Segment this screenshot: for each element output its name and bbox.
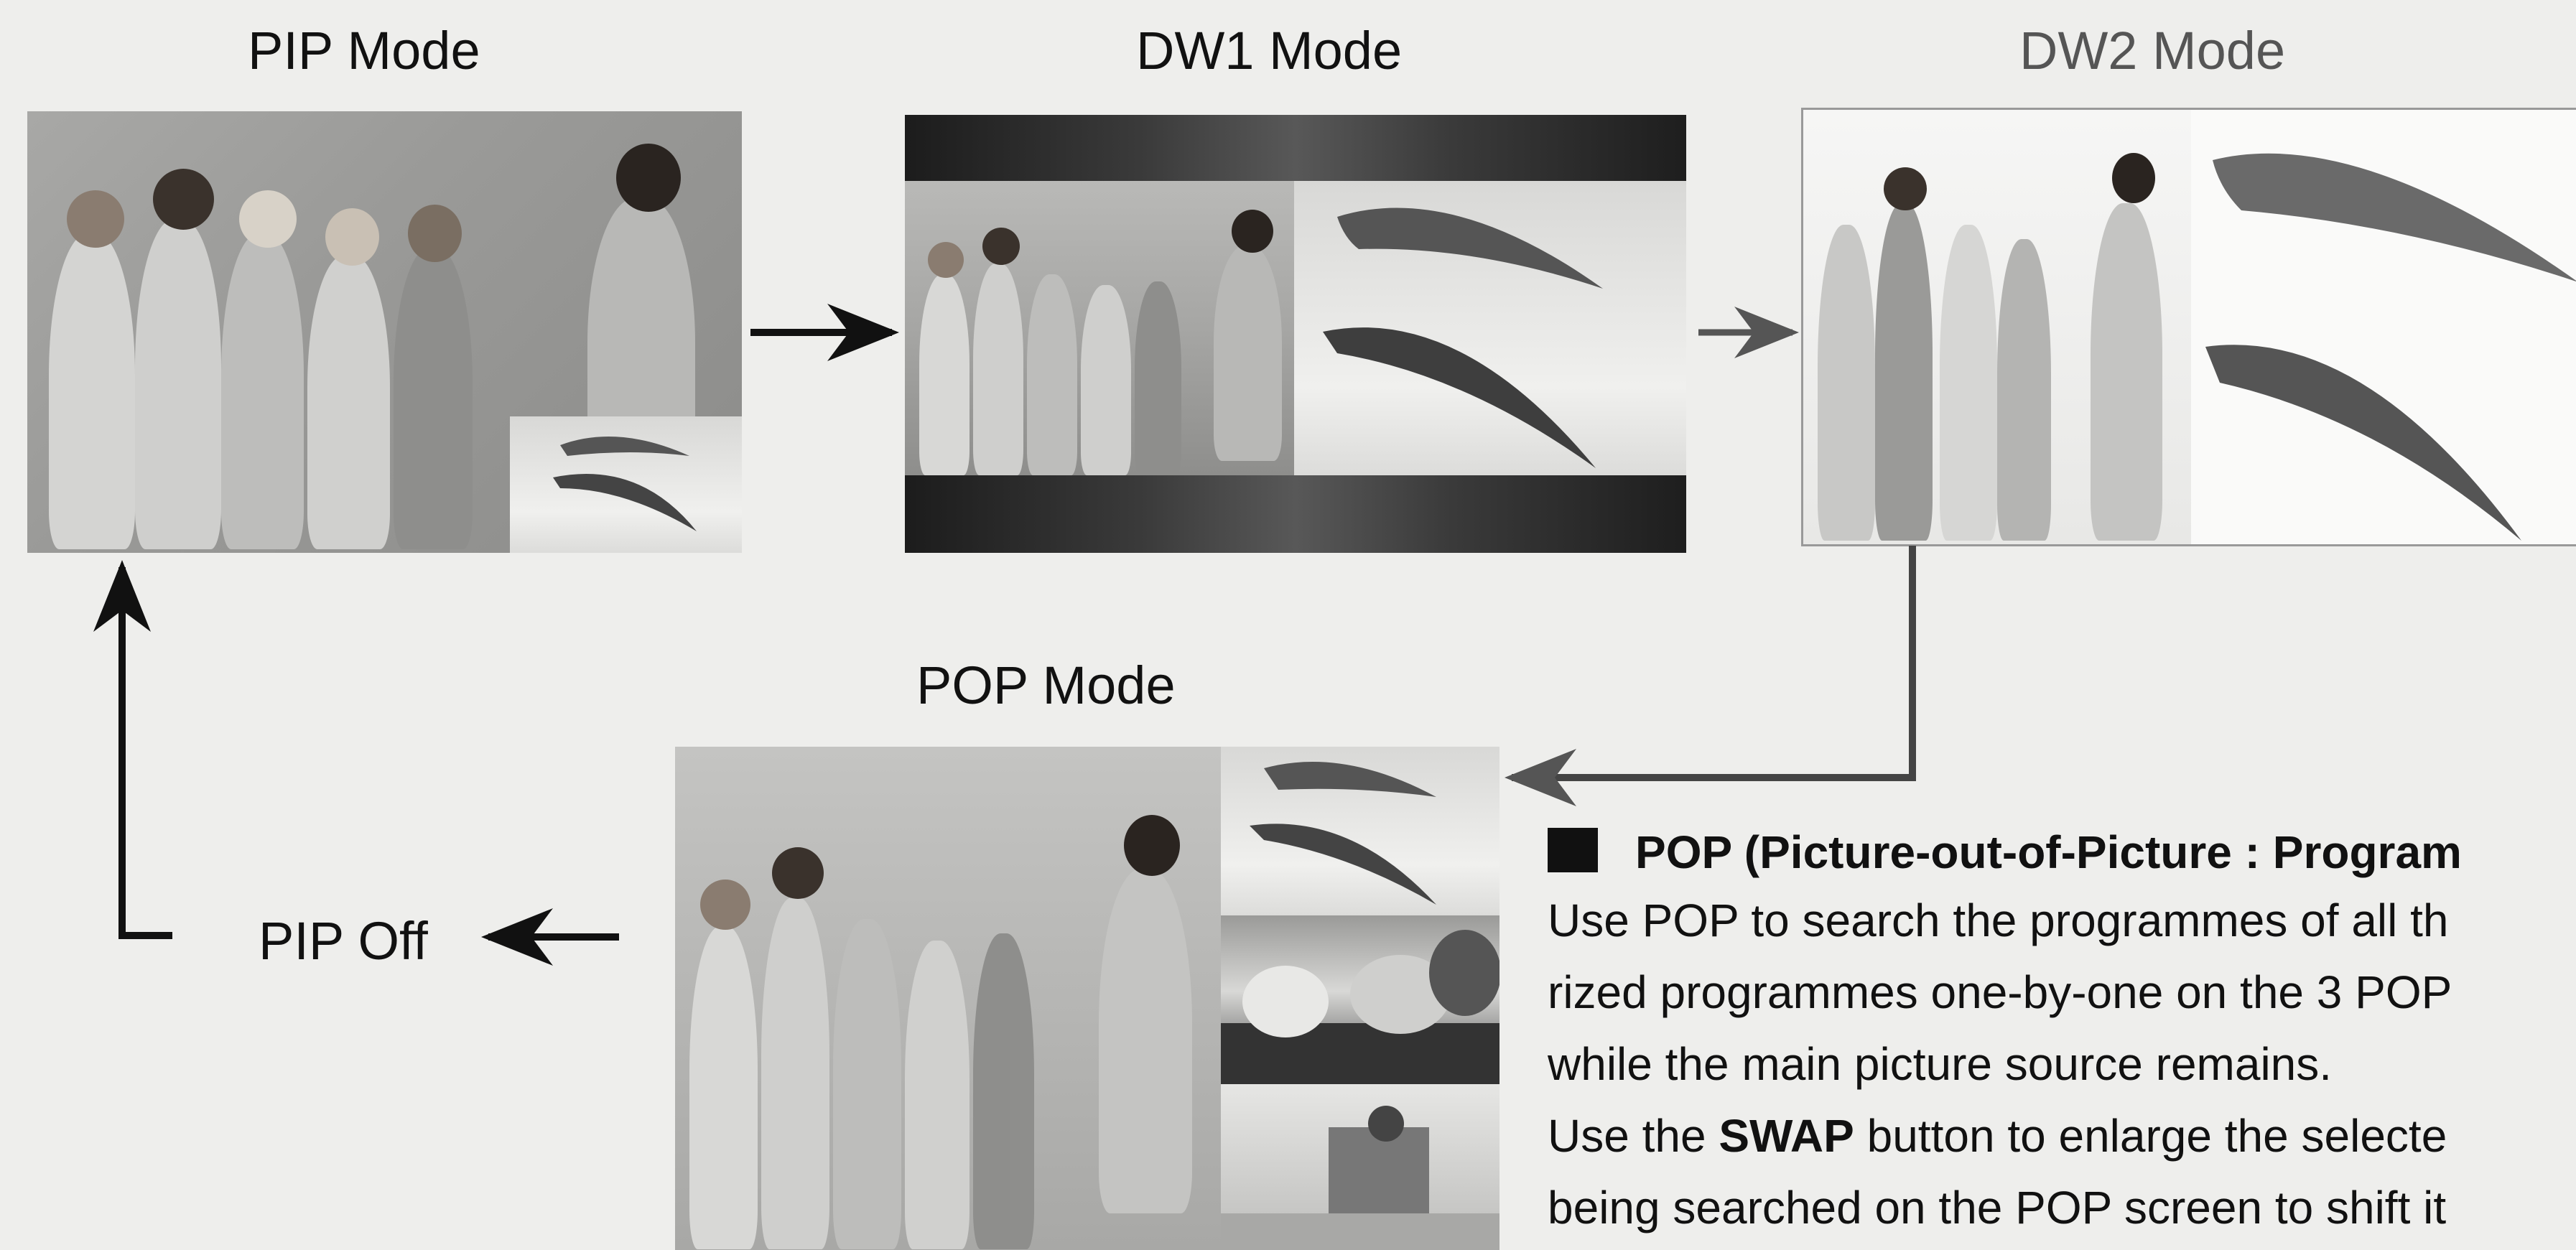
dw1-mode-label: DW1 Mode xyxy=(1136,21,1403,80)
child-figure xyxy=(1818,225,1875,541)
pip-sub-window xyxy=(510,416,742,553)
dw2-left-window xyxy=(1803,110,2191,544)
girl-with-camera-figure xyxy=(2091,203,2162,541)
girl-with-camera-figure xyxy=(1099,869,1192,1213)
pop-sub-window-2 xyxy=(1221,915,1499,1084)
child-head xyxy=(616,144,681,212)
child-figure xyxy=(973,933,1034,1249)
pop-mode-screen xyxy=(675,747,1499,1250)
dolphin-icon xyxy=(553,437,697,531)
pop-desc-line-2: rized programmes one-by-one on the 3 POP xyxy=(1548,966,2452,1018)
arrow-dw2-to-pop xyxy=(1505,546,1916,806)
child-head xyxy=(1124,815,1180,876)
pop-desc-line-4: Use the SWAP button to enlarge the selec… xyxy=(1548,1100,2576,1172)
pop-desc-line-5: being searched on the POP screen to shif… xyxy=(1548,1182,2447,1233)
child-figure xyxy=(1875,203,1933,541)
pop-desc-line-4-post: button to enlarge the selecte xyxy=(1854,1110,2447,1162)
bottom-black-bar xyxy=(905,475,1686,553)
arrow-pip-off-to-pip xyxy=(93,560,172,939)
dolphin-icon xyxy=(1250,762,1436,905)
child-figure xyxy=(221,233,304,549)
dw1-left-window xyxy=(905,181,1294,475)
dw1-mode-screen xyxy=(905,115,1686,553)
child-head xyxy=(153,169,214,230)
child-figure xyxy=(1997,239,2051,541)
pop-sub-window-1 xyxy=(1221,747,1499,915)
girl-with-camera-figure xyxy=(1214,246,1282,461)
child-figure xyxy=(761,897,829,1249)
pop-heading-text: POP (Picture-out-of-Picture : Program xyxy=(1635,826,2462,878)
dw1-right-window xyxy=(1294,181,1686,475)
pop-heading: POP (Picture-out-of-Picture : Program xyxy=(1548,820,2576,885)
child-head xyxy=(772,847,824,899)
pip-off-label: PIP Off xyxy=(259,911,428,971)
child-head xyxy=(1884,167,1927,210)
pip-mode-screen xyxy=(27,111,742,553)
pop-sub-window-3 xyxy=(1221,1084,1499,1250)
child-head xyxy=(1232,210,1273,253)
child-figure xyxy=(307,255,390,549)
pop-desc-line-3: while the main picture source remains. xyxy=(1548,1038,2333,1090)
pop-desc-line-4-pre: Use the xyxy=(1548,1110,1719,1162)
top-black-bar xyxy=(905,115,1686,181)
child-head xyxy=(239,190,297,248)
boat-scene-icon xyxy=(1221,1106,1499,1250)
child-figure xyxy=(689,926,758,1249)
child-figure xyxy=(919,274,970,475)
dw2-mode-screen xyxy=(1801,108,2576,546)
dw2-right-window xyxy=(2191,110,2576,544)
child-figure xyxy=(1027,274,1077,475)
dolphin-icon xyxy=(1323,207,1603,468)
child-head xyxy=(408,205,462,262)
pop-description: POP (Picture-out-of-Picture : Program Us… xyxy=(1548,820,2576,1244)
child-head xyxy=(928,242,964,278)
child-figure xyxy=(1940,225,1997,541)
pop-mode-label: POP Mode xyxy=(916,656,1176,715)
swap-button-text: SWAP xyxy=(1719,1110,1854,1162)
child-figure xyxy=(135,219,221,549)
dolphin-icon xyxy=(2205,153,2576,541)
child-figure xyxy=(973,263,1023,475)
child-figure xyxy=(49,233,135,549)
pop-desc-line-1: Use POP to search the programmes of all … xyxy=(1548,895,2449,946)
child-head xyxy=(700,880,750,930)
child-figure xyxy=(1135,281,1181,475)
pop-main-window xyxy=(675,747,1221,1250)
pip-mode-label: PIP Mode xyxy=(248,21,480,80)
child-head xyxy=(982,228,1020,265)
child-figure xyxy=(1081,285,1131,475)
child-figure xyxy=(905,941,970,1249)
child-head xyxy=(325,208,379,266)
child-head xyxy=(67,190,124,248)
child-head xyxy=(2112,153,2155,203)
filled-square-icon xyxy=(1548,828,1598,872)
child-figure xyxy=(394,248,473,549)
tropical-scene-icon xyxy=(1221,930,1499,1084)
child-figure xyxy=(833,919,901,1249)
dw2-mode-label: DW2 Mode xyxy=(2019,21,2286,80)
